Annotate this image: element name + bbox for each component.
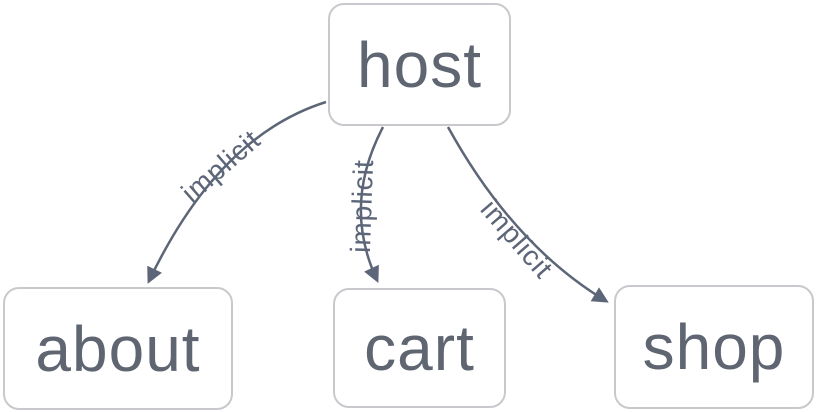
edge-host-about [147,100,327,284]
node-host-label: host [357,28,482,101]
edge-label-host-cart: implicit [345,159,379,254]
node-shop[interactable]: shop [614,285,814,409]
node-cart-label: cart [364,312,475,384]
node-cart[interactable]: cart [333,288,506,408]
node-about-label: about [35,312,201,385]
edge-host-cart [359,126,385,283]
node-host[interactable]: host [328,3,511,126]
node-shop-label: shop [642,311,786,383]
node-about[interactable]: about [3,287,233,410]
edge-label-host-about: implicit [176,124,267,209]
edge-host-shop [446,126,609,303]
edge-label-host-shop: implicit [475,194,560,285]
